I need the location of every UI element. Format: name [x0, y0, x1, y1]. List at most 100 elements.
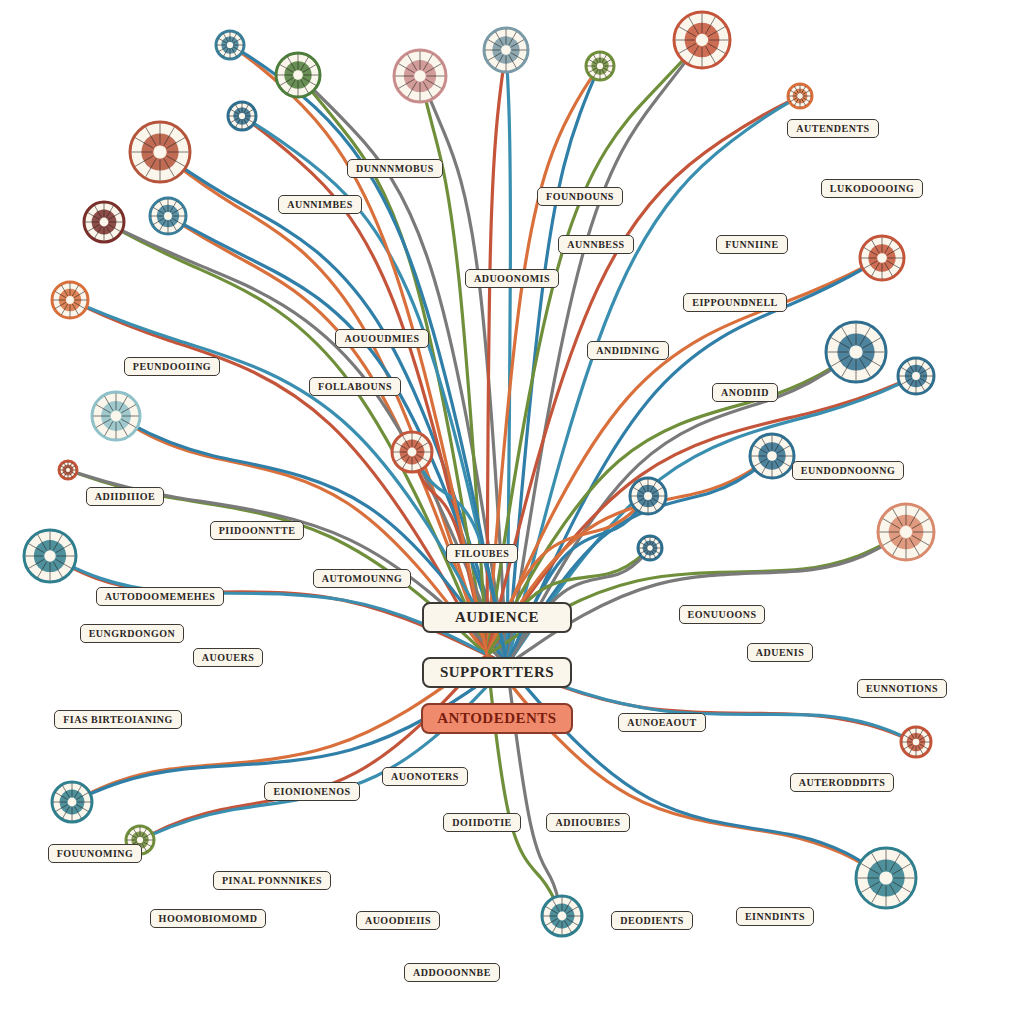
label-text: PINAL PONNNIKES	[222, 875, 322, 886]
branch-label: FOUUNOMING	[48, 844, 143, 863]
label-text: PIIDOONNTTE	[219, 525, 296, 536]
branch-disc	[860, 236, 904, 280]
label-text: DUNNNMOBUS	[356, 163, 434, 174]
branch-line	[230, 45, 487, 655]
label-text: EUNNOTIONS	[866, 683, 938, 694]
branch-line	[487, 655, 886, 878]
branch-label: AUNNBESS	[558, 235, 633, 254]
label-text: ADDOOONNBE	[413, 967, 491, 978]
branch-disc	[586, 52, 614, 80]
branch-line	[487, 655, 562, 916]
label-text: FUNNIINE	[725, 239, 778, 250]
branch-line	[50, 556, 487, 655]
branch-line	[507, 40, 702, 665]
branch-disc	[788, 84, 812, 108]
label-text: EONUUOONS	[688, 609, 757, 620]
label-text: ADIIDIIIOE	[95, 491, 156, 502]
label-text: SUPPORTTERS	[440, 664, 554, 680]
branch-disc	[392, 432, 432, 472]
branch-disc	[878, 504, 934, 560]
branch-label: EONUUOONS	[679, 605, 766, 624]
label-text: FOLLABOUNS	[318, 381, 392, 392]
label-text: EUNDODNOONNG	[801, 465, 895, 476]
branch-label: PIIDOONNTTE	[210, 521, 305, 540]
branch-label: AUONOTERS	[382, 767, 468, 786]
label-text: EIPPOUNDNELL	[692, 297, 777, 308]
branch-disc	[216, 31, 244, 59]
label-text: FOUUNOMING	[57, 848, 134, 859]
label-text: EINNDINTS	[745, 911, 805, 922]
branch-label: PINAL PONNNIKES	[213, 871, 331, 890]
label-text: AOUOUDMIES	[344, 333, 419, 344]
label-text: EUNGRDONGON	[89, 628, 176, 639]
central-box: SUPPORTTERS	[422, 657, 572, 688]
label-text: AUDIENCE	[455, 609, 539, 625]
label-text: AUONOTERS	[391, 771, 459, 782]
branch-label: EIPPOUNDNELL	[683, 293, 786, 312]
label-text: AUTODOOMEMEHES	[105, 591, 216, 602]
branch-label: DEODIENTS	[611, 911, 692, 930]
branch-label: PEUNDOOIING	[124, 357, 220, 376]
branch-disc	[52, 282, 88, 318]
branch-line	[507, 496, 648, 665]
branch-label: HOOMOBIOMOMD	[150, 909, 267, 928]
branch-disc	[228, 102, 256, 130]
label-text: FILOUBES	[455, 548, 510, 559]
branch-disc	[638, 536, 662, 560]
branch-disc	[630, 478, 666, 514]
label-text: FOUNDOUNS	[546, 191, 614, 202]
branch-disc	[276, 53, 320, 97]
branch-label: ANODIID	[712, 383, 778, 402]
branch-label: AUTODOOMEMEHES	[96, 587, 225, 606]
branch-label: ANDIDNING	[587, 341, 668, 360]
branch-label: ADIIDIIIOE	[86, 487, 165, 506]
label-text: ANODIID	[721, 387, 769, 398]
branch-disc	[59, 461, 77, 479]
branch-disc	[52, 782, 92, 822]
branch-line	[230, 45, 507, 665]
branch-label: EUNNOTIONS	[857, 679, 947, 698]
branch-label: ADUENIS	[747, 643, 814, 662]
label-text: FIAS BIRTEOIANING	[63, 714, 173, 725]
branch-label: EIONIONENOS	[264, 782, 359, 801]
label-text: ADUENIS	[756, 647, 805, 658]
branch-label: LUKODOOOING	[821, 179, 923, 198]
label-text: AUOODIEIIS	[365, 915, 431, 926]
label-text: AUNNBESS	[567, 239, 624, 250]
branch-disc	[84, 202, 124, 242]
branch-disc	[750, 434, 794, 478]
label-text: AUOUERS	[202, 652, 254, 663]
branch-disc	[24, 530, 76, 582]
label-text: HOOMOBIOMOMD	[159, 913, 258, 924]
branch-label: ADDOOONNBE	[404, 963, 500, 982]
branch-line	[487, 50, 506, 655]
label-text: AUTERODDDITS	[799, 777, 886, 788]
branch-disc	[92, 392, 140, 440]
branch-line	[70, 300, 487, 655]
label-text: LUKODOOOING	[830, 183, 914, 194]
branch-disc	[901, 727, 931, 757]
branch-label: EUNDODNOONNG	[792, 461, 904, 480]
branch-disc	[898, 358, 934, 394]
branch-line	[160, 152, 487, 655]
branch-label: AUOUERS	[193, 648, 263, 667]
branch-label: FOLLABOUNS	[309, 377, 401, 396]
branch-label: FUNNIINE	[716, 235, 787, 254]
branch-label: DOIIDOTIE	[443, 813, 521, 832]
branch-line	[507, 96, 800, 665]
label-text: AUNOEAOUT	[627, 717, 697, 728]
label-text: EIONIONENOS	[273, 786, 350, 797]
branch-line	[298, 75, 487, 655]
branch-disc	[130, 122, 190, 182]
branch-disc	[674, 12, 730, 68]
branch-line	[507, 456, 772, 665]
branch-label: AUOODIEIIS	[356, 911, 440, 930]
branch-label: AUTENDENTS	[787, 119, 878, 138]
branch-label: FOUNDOUNS	[537, 187, 623, 206]
branch-label: AUTOMOUNNG	[313, 569, 411, 588]
branch-label: EUNGRDONGON	[80, 624, 185, 643]
branch-label: FILOUBES	[446, 544, 519, 563]
label-text: DOIIDOTIE	[452, 817, 512, 828]
label-text: AUTOMOUNNG	[322, 573, 402, 584]
